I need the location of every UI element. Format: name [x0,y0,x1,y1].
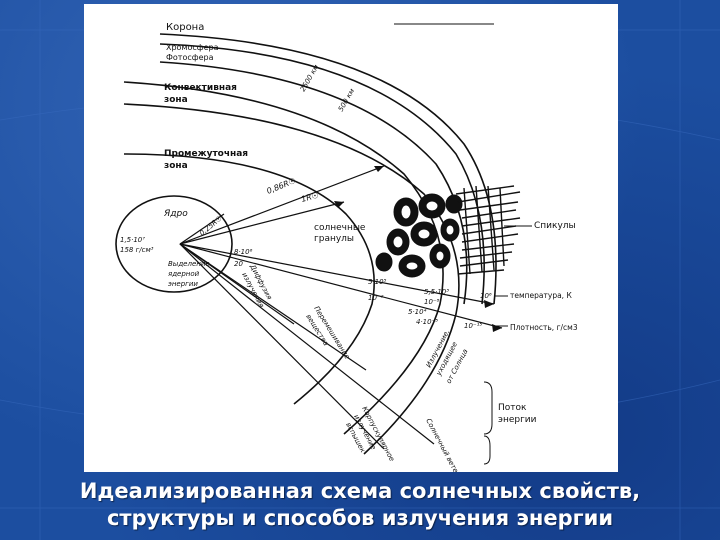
core-label: Ядро [163,209,188,219]
slide-caption: Идеализированная схема солнечных свойств… [0,478,720,532]
radius-line-core [179,213,225,245]
corona-boundary-arc [159,33,497,305]
spicules-hatch [455,185,521,275]
corona-label: Корона [166,22,204,33]
granules-label-1: солнечные [314,223,366,233]
intermediate-zone-arc [123,153,375,405]
density-a-value: 4·10⁻⁵ [416,318,438,326]
solar-structure-diagram: Корона Хромосфера Фотосфера Конвективная… [84,4,618,472]
distance-500km: 500 км [337,87,357,113]
energy-flow-bracket [483,381,493,435]
arrow-head [484,300,494,308]
temp-core-value: 8·10⁶ [234,248,253,256]
granules-label-2: гранулы [314,234,354,244]
energy-release-1: Выделение [168,260,210,268]
convective-zone-arc [123,81,444,435]
radius-086: 0,86R☉ [265,176,297,196]
radius-line-diffusion [179,243,295,325]
energy-release-3: энергии [168,280,198,288]
radius-line-density [179,243,503,329]
density-label: Плотность, г/см3 [510,323,578,332]
energy-flow-bracket-lower [483,435,491,465]
core-density: 158 г/см³ [120,246,154,254]
energy-flow-label-1: Поток [498,403,527,413]
chromosphere-label: Хромосфера [166,43,219,52]
core-temperature: 1,5·10⁷ [120,236,145,244]
radius-line-1 [179,201,345,245]
photosphere-arc [159,61,468,305]
arrow-head [492,324,502,332]
arrow-head [334,201,344,208]
arrow-head [374,166,384,172]
caption-line-2: структуры и способов излучения энергии [106,506,614,530]
intermediate-zone-label-1: Промежуточная [164,149,248,159]
energy-flow-label-2: энергии [498,415,537,425]
radius-line-convection [179,243,367,371]
diagram-canvas: Корона Хромосфера Фотосфера Конвективная… [115,22,578,472]
temp-surface-value: 5,5·10³ [424,288,449,296]
temp-a-value: 5·10⁴ [408,308,427,316]
caption-line-1: Идеализированная схема солнечных свойств… [79,479,641,503]
temperature-label: температура, К [510,291,572,300]
energy-release-2: ядерной [168,270,200,278]
radius-line-temp [179,243,495,305]
density-core-value: 20 [234,260,243,268]
density-surface-value: 10⁻⁸ [424,298,440,306]
radius-line-086 [179,165,385,245]
density-mid-value: 10⁻² [368,294,384,302]
convective-zone-label-2: зона [164,95,188,105]
temp-outer-value: 10⁶ [480,292,492,300]
radius-line-particles [179,243,385,450]
core-boundary [115,195,233,293]
granules-group [375,193,463,278]
radius-1: 1R☉ [300,191,320,204]
convective-zone-label-1: Конвективная [164,83,237,93]
photosphere-label: Фотосфера [166,53,214,62]
spicules-label: Спикулы [534,221,576,231]
temp-mid-value: 5·10⁵ [368,278,387,286]
density-outer-value: 10⁻¹⁵ [464,322,482,330]
wind-label: Солнечный ветер [424,417,462,472]
intermediate-zone-label-2: зона [164,161,188,171]
radius-line-emission [179,243,435,445]
